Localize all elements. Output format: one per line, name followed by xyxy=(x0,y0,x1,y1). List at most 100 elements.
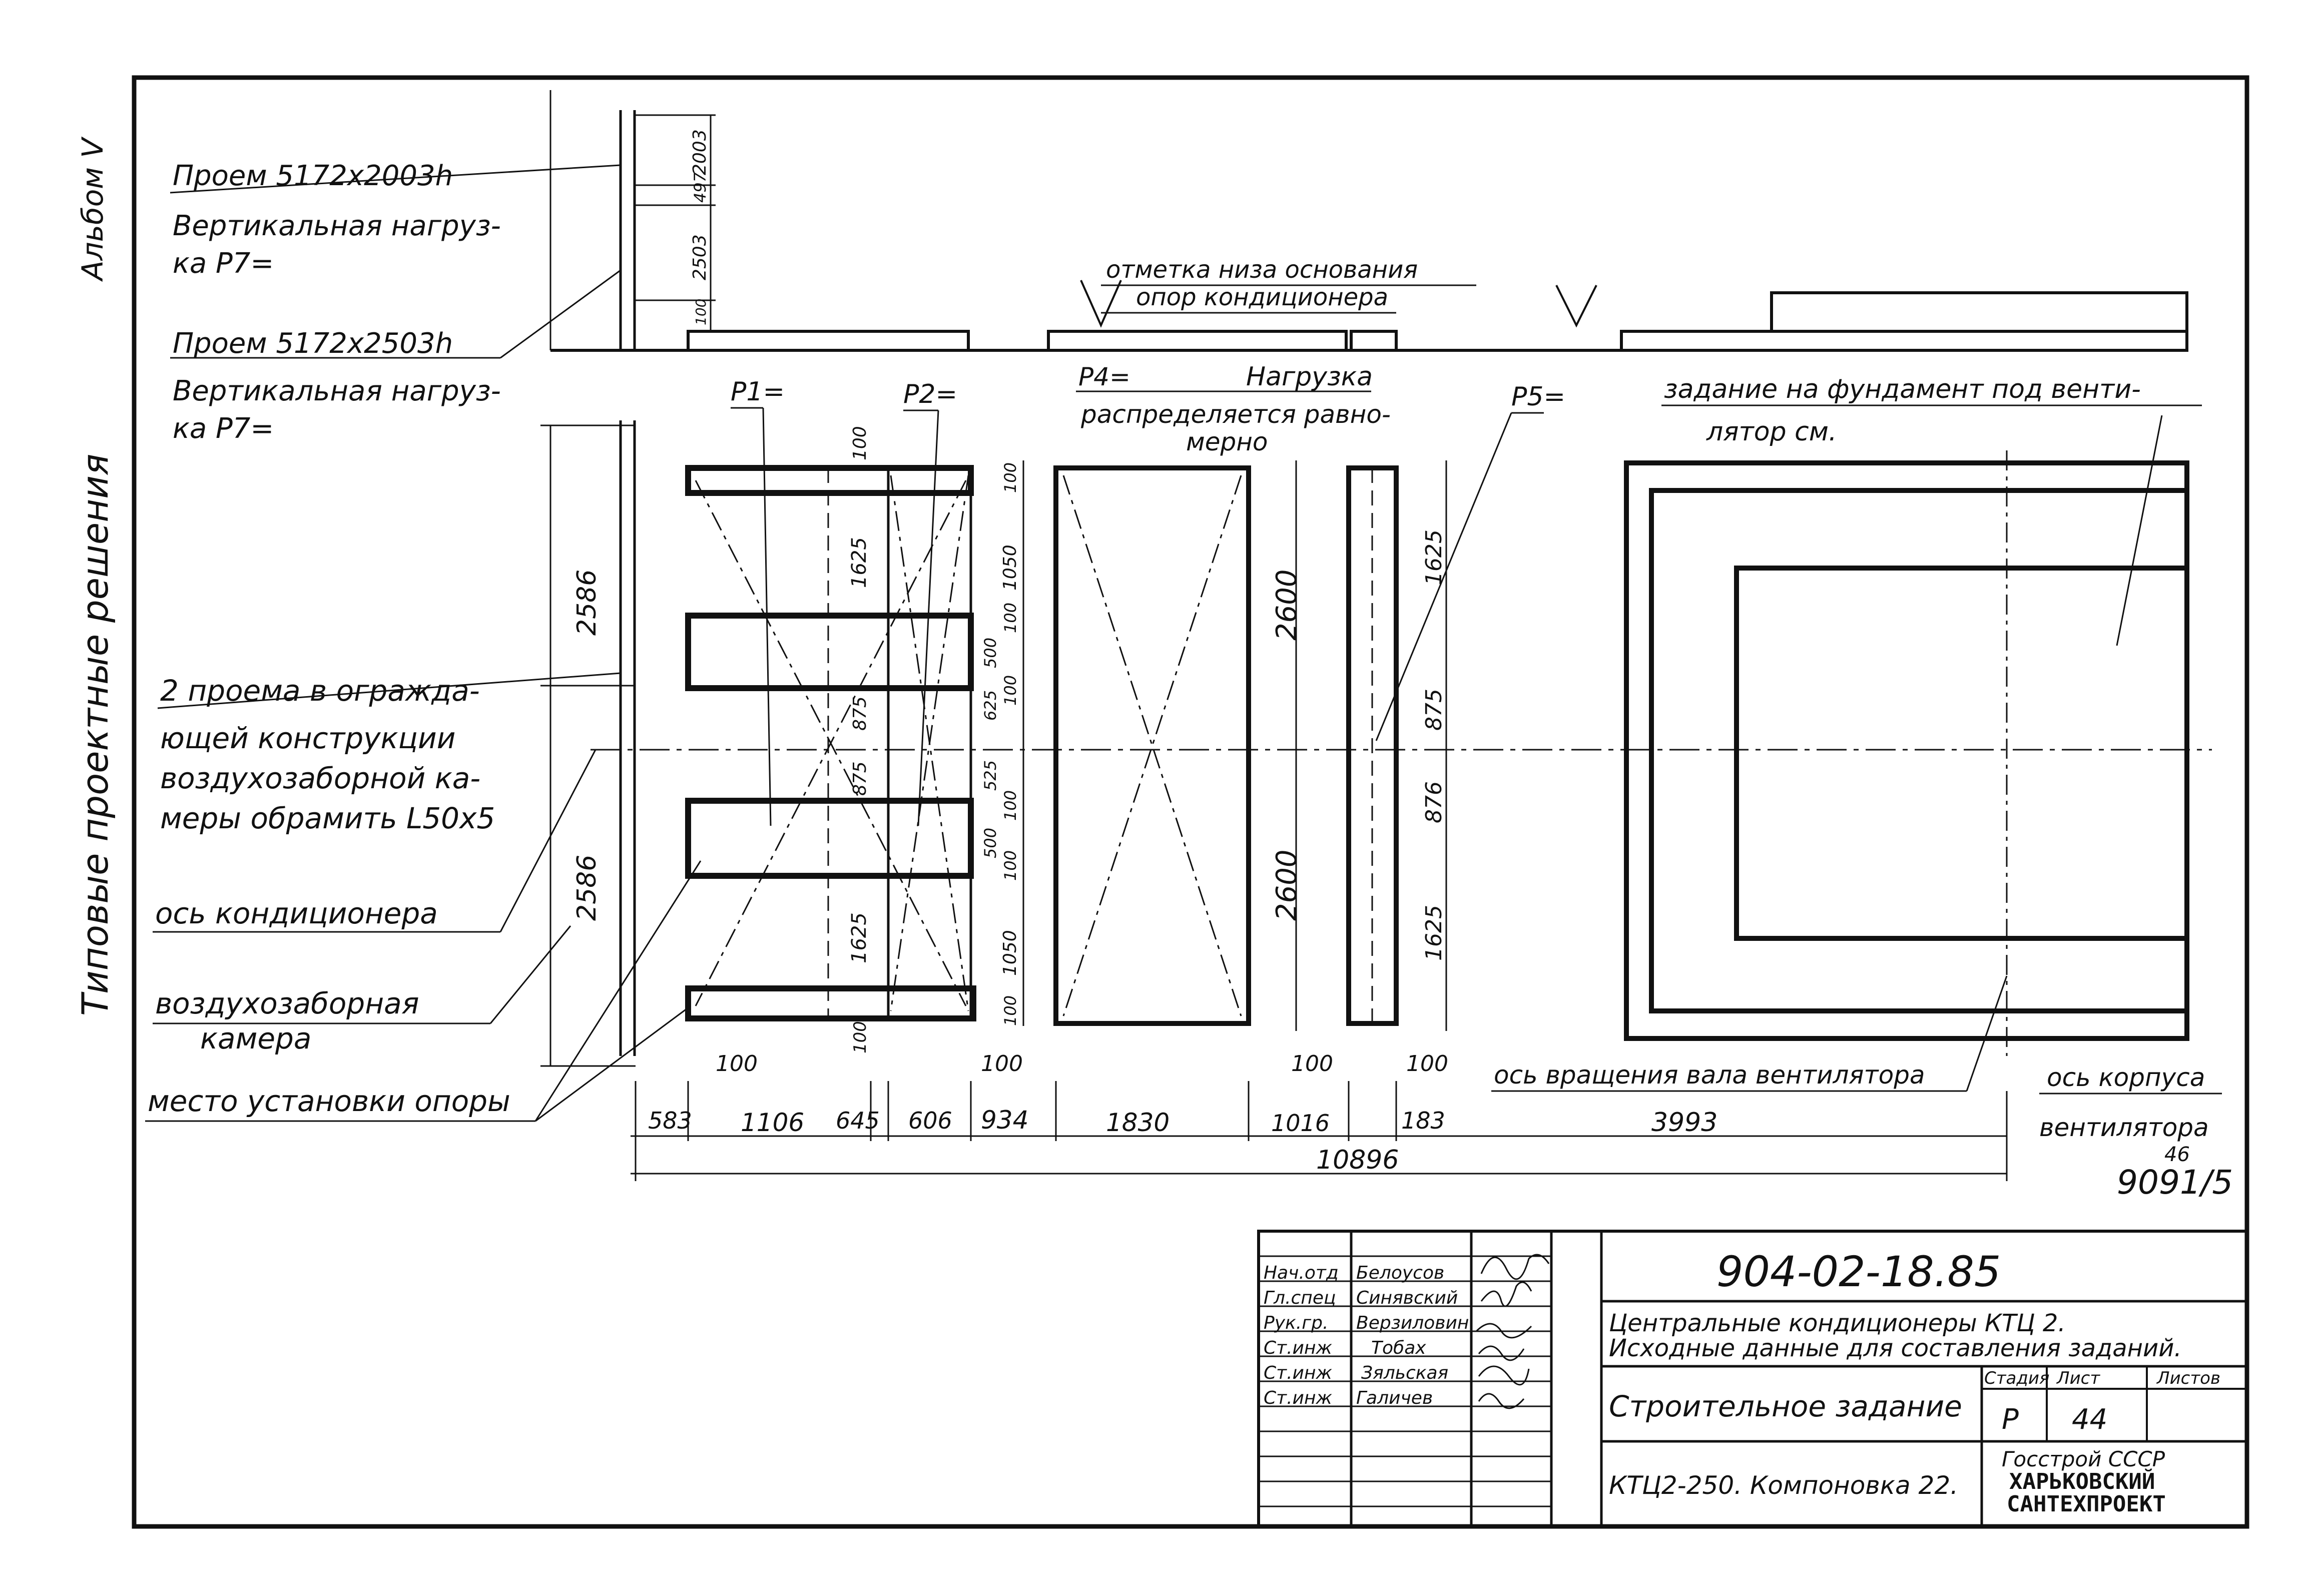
dim-bottom-645: 645 xyxy=(836,1107,880,1134)
sheet-frame xyxy=(132,75,2249,1529)
dim-s5-bottom-100: 100 xyxy=(1406,1051,1448,1077)
dim-s2-1050-1: 1050 xyxy=(1000,545,1020,591)
dim-top-100: 100 xyxy=(693,299,709,325)
dim-s2-100-2: 100 xyxy=(1001,603,1020,633)
signature-5 xyxy=(1478,1365,1530,1386)
casing-axis-line1: ось корпуса xyxy=(2047,1063,2205,1092)
signature-3 xyxy=(1475,1323,1532,1339)
dim-bottom-583: 583 xyxy=(648,1107,692,1134)
signature-4 xyxy=(1478,1345,1525,1361)
opening-1-label: Проем 5172х2003h xyxy=(173,160,453,192)
role-2: Гл.спец xyxy=(1264,1288,1336,1308)
opening-2-label: Проем 5172х2503h xyxy=(173,327,453,360)
dim-left-2586-top: 2586 xyxy=(572,570,602,636)
support-place-label: место установки опоры xyxy=(148,1084,510,1118)
bottom-dimension-chain: 583 1106 645 606 934 1830 1016 183 3993 … xyxy=(631,1081,2008,1181)
dim-s2-1050-2: 1050 xyxy=(1000,930,1020,976)
fan-foundation-line2: лятор см. xyxy=(1706,417,1837,447)
load-text-1: Нагрузка xyxy=(1246,362,1373,392)
dim-s2-100-5: 100 xyxy=(1001,850,1020,881)
signature-2 xyxy=(1480,1281,1532,1307)
signature-1 xyxy=(1480,1254,1550,1280)
dim-s2-525: 525 xyxy=(981,760,1000,791)
name-6: Галичев xyxy=(1356,1388,1433,1408)
p5-label: Р5= xyxy=(1511,382,1565,412)
role-3: Рук.гр. xyxy=(1264,1313,1328,1333)
layout-title: КТЦ2-250. Компоновка 22. xyxy=(1609,1471,1958,1500)
stage-header: Стадия xyxy=(1984,1368,2049,1388)
name-4: Тобах xyxy=(1371,1338,1426,1358)
sheet-title: Строительное задание xyxy=(1609,1389,1962,1423)
dim-s5-1625-bottom: 1625 xyxy=(1421,905,1447,961)
dim-bottom-1016: 1016 xyxy=(1271,1110,1330,1137)
dim-bottom-183: 183 xyxy=(1401,1107,1445,1134)
dim-s5-875: 875 xyxy=(1421,689,1447,731)
dim-s2-100-6: 100 xyxy=(1001,995,1020,1026)
frame-note-line3: воздухозаборной ка- xyxy=(160,761,480,795)
fan-shaft-axis-label: ось вращения вала вентилятора xyxy=(1494,1060,1925,1090)
org-line1: Госстрой СССР xyxy=(2002,1447,2165,1471)
dim-s4-bottom-100: 100 xyxy=(1291,1051,1333,1077)
dim-s1-100: 100 xyxy=(850,426,870,460)
dim-s5-1625-top: 1625 xyxy=(1421,529,1447,586)
side-view: 2003 497 2503 100 xyxy=(549,90,2188,352)
doc-number: 904-02-18.85 xyxy=(1716,1247,2001,1296)
sheet-value: 44 xyxy=(2072,1403,2107,1436)
conditioner-axis-label: ось кондиционера xyxy=(155,896,438,930)
album-label: Альбом V xyxy=(76,136,110,282)
title-block: Нач.отд Белоусов Гл.спец Синявский Рук.г… xyxy=(1257,1230,2248,1528)
doc-title-line1: Центральные кондиционеры КТЦ 2. xyxy=(1609,1309,2066,1337)
role-6: Ст.инж xyxy=(1264,1388,1332,1408)
dim-s2-bottom-100: 100 xyxy=(981,1051,1023,1077)
frame-note-line2: ющей конструкции xyxy=(160,721,455,755)
dim-top-2503: 2503 xyxy=(690,234,710,280)
dim-s1-1625a: 1625 xyxy=(848,537,871,588)
dim-bottom-3993: 3993 xyxy=(1651,1108,1717,1138)
vertical-load-2a: Вертикальная нагруз- xyxy=(173,375,501,407)
load-text-2: распределяется равно- xyxy=(1080,400,1391,429)
sheet-header: Лист xyxy=(2056,1368,2100,1388)
org-line2: ХАРЬКОВСКИЙ xyxy=(2009,1468,2155,1494)
series-label: Типовые проектные решения xyxy=(74,454,116,1016)
dim-top-2003: 2003 xyxy=(690,129,710,175)
dim-left-2586-bottom: 2586 xyxy=(572,855,602,921)
fan-foundation-line1: задание на фундамент под венти- xyxy=(1664,374,2141,404)
dim-bottom-606: 606 xyxy=(908,1107,952,1134)
dim-overall-10896: 10896 xyxy=(1316,1145,1399,1175)
dim-s1-875b: 875 xyxy=(850,761,870,796)
dim-bottom-1830: 1830 xyxy=(1106,1108,1170,1137)
dim-s1-bottom-100: 100 xyxy=(716,1051,758,1077)
name-2: Синявский xyxy=(1356,1288,1458,1308)
role-4: Ст.инж xyxy=(1264,1338,1332,1358)
sheets-header: Листов xyxy=(2156,1368,2220,1388)
doc-title-line2: Исходные данные для составления заданий. xyxy=(1609,1334,2182,1362)
frame-note-line4: меры обрамить L50х5 xyxy=(160,801,495,835)
frame-note-line1: 2 проема в огражда- xyxy=(160,674,480,708)
base-mark-line1: отметка низа основания xyxy=(1106,256,1418,284)
role-5: Ст.инж xyxy=(1264,1363,1332,1383)
name-3: Верзиловин xyxy=(1356,1313,1469,1333)
intake-chamber-line1: воздухозаборная xyxy=(155,986,419,1020)
sheet-ref-bottom: 9091/5 xyxy=(2117,1163,2233,1202)
load-text-3: мерно xyxy=(1186,427,1268,456)
dim-s2-100-3: 100 xyxy=(1001,675,1020,706)
p4-label: Р4= xyxy=(1078,362,1130,391)
role-1: Нач.отд xyxy=(1264,1263,1339,1283)
dim-bottom-1106: 1106 xyxy=(741,1108,804,1137)
stage-value: Р xyxy=(2002,1403,2019,1436)
plan-view: 2586 2586 xyxy=(540,420,2212,1067)
dim-s1-1625b: 1625 xyxy=(848,912,871,963)
dim-s2-625: 625 xyxy=(981,690,1000,721)
p1-label: Р1= xyxy=(731,377,785,407)
name-5: Зяльская xyxy=(1361,1363,1448,1383)
dim-s1-mid-100: 100 xyxy=(850,1021,870,1053)
base-mark-line2: опор кондиционера xyxy=(1136,283,1388,311)
org-line3: САНТЕХПРОЕКТ xyxy=(2007,1491,2166,1517)
vertical-load-2b: ка Р7= xyxy=(173,412,274,445)
dim-s4-2600-bottom: 2600 xyxy=(1271,849,1303,921)
dim-s2-500-1: 500 xyxy=(981,638,1000,668)
dim-s2-100-4: 100 xyxy=(1001,790,1020,821)
vertical-load-1a: Вертикальная нагруз- xyxy=(173,210,501,242)
dim-s1-875a: 875 xyxy=(850,696,870,731)
